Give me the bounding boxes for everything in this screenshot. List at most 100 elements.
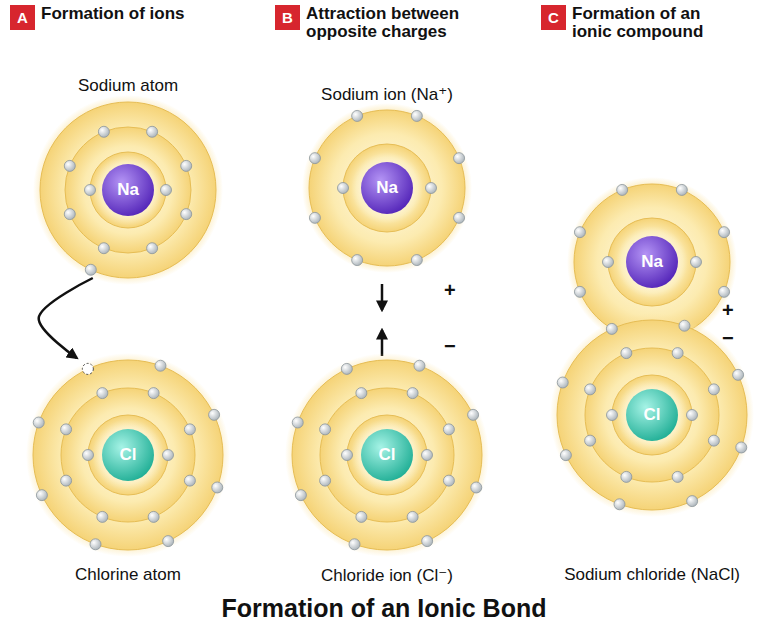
electron (443, 424, 454, 435)
electron (585, 435, 596, 446)
diagram-title: Formation of an Ionic Bond (0, 594, 768, 623)
electron (736, 442, 747, 453)
electron-shell (320, 388, 454, 522)
atom-halo (285, 353, 489, 557)
electron (471, 482, 482, 493)
element-symbol: Cl (379, 445, 396, 465)
electron (309, 153, 320, 164)
electron (691, 257, 702, 268)
electron (97, 511, 108, 522)
electron (85, 264, 96, 275)
electron (147, 126, 158, 137)
electron (181, 209, 192, 220)
electron (603, 257, 614, 268)
electron (672, 471, 683, 482)
electron (719, 286, 730, 297)
electron-shell (65, 127, 191, 253)
electron-vacancy (82, 363, 93, 374)
electron-shell (309, 110, 465, 266)
nucleus-glow (351, 152, 423, 224)
element-symbol: Na (117, 180, 139, 200)
electron-shell (585, 348, 719, 482)
electron (574, 286, 585, 297)
atom-circle: ClChlorine atom (33, 360, 223, 550)
electron (341, 363, 352, 374)
electron (33, 417, 44, 428)
panel-badge: BAttraction between opposite charges (275, 5, 491, 41)
attraction-arrow (381, 330, 384, 356)
electron (557, 377, 568, 388)
electron (209, 409, 220, 420)
electron-shell (61, 388, 195, 522)
panel-letter: B (275, 5, 300, 30)
element-symbol: Na (641, 252, 663, 272)
electron (90, 539, 101, 550)
nucleus (626, 236, 678, 288)
electron (426, 183, 437, 194)
nucleus-glow (351, 419, 423, 491)
electron (687, 410, 698, 421)
electron (687, 496, 698, 507)
electron (719, 227, 730, 238)
atom-circle: Sodium atomNa (40, 102, 216, 278)
electron (320, 424, 331, 435)
electron (621, 471, 632, 482)
electron (184, 424, 195, 435)
electron-shell (612, 375, 692, 455)
electron (733, 369, 744, 380)
electron (585, 384, 596, 395)
electron-shell (90, 152, 166, 228)
electron (61, 424, 72, 435)
electron (574, 227, 585, 238)
electron-shell (33, 360, 223, 550)
element-symbol: Cl (644, 405, 661, 425)
electron (411, 255, 422, 266)
charge-sign: + (722, 300, 734, 320)
panel-letter: C (541, 5, 566, 30)
electron (356, 511, 367, 522)
attraction-arrow (381, 284, 384, 310)
electron (352, 255, 363, 266)
electron-shell (292, 360, 482, 550)
electron (407, 388, 418, 399)
nucleus (361, 162, 413, 214)
element-symbol: Cl (120, 445, 137, 465)
electron (672, 348, 683, 359)
nucleus (102, 164, 154, 216)
electron-shell (557, 320, 747, 510)
electron (181, 160, 192, 171)
atom-halo (302, 103, 472, 273)
electron (36, 490, 47, 501)
charge-sign: − (722, 328, 734, 348)
electron (163, 536, 174, 547)
electron (148, 388, 159, 399)
electron (617, 184, 628, 195)
electron (679, 320, 690, 331)
electron-shell (347, 415, 427, 495)
nucleus (102, 429, 154, 481)
electron (83, 450, 94, 461)
electron-shell (343, 144, 431, 232)
atom-halo (26, 353, 230, 557)
electron (414, 360, 425, 371)
electron (454, 153, 465, 164)
electron (607, 410, 618, 421)
nucleus-glow (92, 419, 164, 491)
electron (676, 184, 687, 195)
electron (155, 360, 166, 371)
electron (61, 475, 72, 486)
electron (621, 348, 632, 359)
electron (422, 450, 433, 461)
nucleus (361, 429, 413, 481)
atom-circle: ClChloride ion (Cl⁻) (292, 360, 482, 550)
electron (295, 490, 306, 501)
electron (338, 183, 349, 194)
electron (184, 475, 195, 486)
electron-shell (88, 415, 168, 495)
electron (468, 409, 479, 420)
electron-shell (608, 218, 696, 306)
atom-label: Sodium atom (8, 76, 248, 96)
panel-badge: AFormation of ions (10, 5, 185, 30)
electron (708, 435, 719, 446)
nucleus-glow (616, 226, 688, 298)
